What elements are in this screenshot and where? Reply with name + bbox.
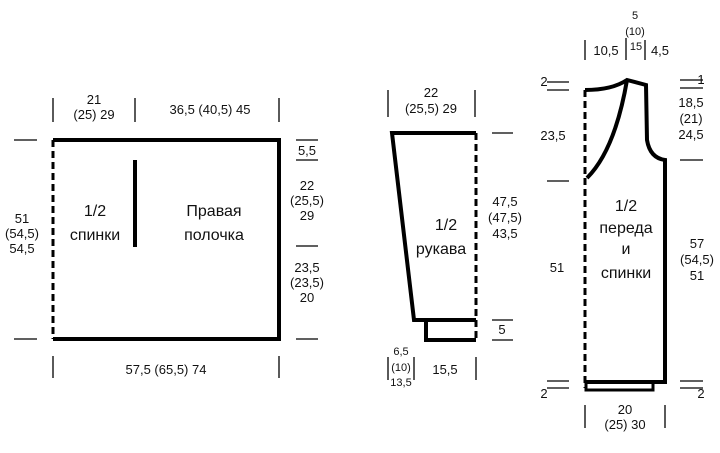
piece-label: Правая: [186, 203, 241, 220]
dim-left: 54,5: [9, 241, 34, 256]
sleeve-schematic: 22 (25,5) 29 47,5 (47,5) 43,5 5 6,5 (10)…: [387, 85, 522, 389]
dim-right: 47,5: [492, 194, 517, 209]
dim-right-arm: 18,5: [678, 95, 703, 110]
hem-band: [584, 380, 655, 392]
piece-label: спинки: [70, 227, 120, 244]
body-outline: [584, 77, 667, 384]
dim-right-main: (54,5): [680, 252, 714, 267]
dimension-lines: [547, 38, 703, 428]
dim-bottom: 57,5 (65,5) 74: [126, 362, 207, 377]
dim-right: 43,5: [492, 226, 517, 241]
piece-label: 1/2: [84, 203, 106, 220]
dim-right-top: 5,5: [298, 143, 316, 158]
dim-left-main: 51: [550, 260, 564, 275]
dim-right-arm: (21): [679, 111, 702, 126]
dim-top: 22: [424, 85, 438, 100]
piece-label: полочка: [184, 227, 244, 244]
dim-top-left: 21: [87, 92, 101, 107]
dim-left: (54,5): [5, 226, 39, 241]
dim-left-neck: 23,5: [540, 128, 565, 143]
neckline: [585, 79, 629, 180]
dim-top: (25,5) 29: [405, 101, 457, 116]
dim-bottom-left: 6,5: [393, 346, 408, 358]
dim-top-right: 36,5 (40,5) 45: [170, 102, 251, 117]
dim-right-main: 51: [690, 268, 704, 283]
piece-label: 1/2: [615, 198, 637, 215]
dim-right-low: (23,5): [290, 275, 324, 290]
dimension-lines: [387, 90, 513, 380]
dim-right-bottom: 2: [697, 386, 704, 401]
dim-right-mid: 22: [300, 178, 314, 193]
front-and-back-schematic: 5 (10) 10,5 15 4,5 2 23,5 51 2 1 18,5 (2…: [540, 10, 714, 432]
piece-label: рукава: [416, 241, 466, 258]
dim-right-arm: 24,5: [678, 127, 703, 142]
dim-top: 5: [632, 10, 638, 22]
dim-top-left: (25) 29: [73, 107, 114, 122]
piece-label: спинки: [601, 265, 651, 282]
dim-left-top: 2: [540, 74, 547, 89]
back-and-right-front-schematic: 21 (25) 29 36,5 (40,5) 45 51 (54,5) 54,5…: [5, 92, 324, 378]
dim-top-mid: 15: [630, 41, 642, 53]
dim-right-low: 20: [300, 290, 314, 305]
dim-right-mid: 29: [300, 208, 314, 223]
piece-label: и: [622, 241, 631, 258]
dim-left-bottom: 2: [540, 386, 547, 401]
dim-right-top: 1: [697, 72, 704, 87]
dim-cuff: 5: [498, 322, 505, 337]
sleeve-outline: [389, 131, 476, 342]
dimension-lines: [14, 98, 318, 378]
dim-bottom: 20: [618, 402, 632, 417]
piece-label: 1/2: [435, 217, 457, 234]
piece-label: переда: [599, 220, 652, 237]
dim-bottom-left: 13,5: [390, 377, 411, 389]
dim-bottom-left: (10): [391, 362, 411, 374]
dim-top: (10): [625, 26, 645, 38]
piece-outline: [53, 138, 281, 341]
dim-right-low: 23,5: [294, 260, 319, 275]
dim-bottom: (25) 30: [604, 417, 645, 432]
dim-right-mid: (25,5): [290, 193, 324, 208]
dim-top-left: 10,5: [593, 43, 618, 58]
dim-right: (47,5): [488, 210, 522, 225]
dim-left: 51: [15, 211, 29, 226]
dim-right-main: 57: [690, 236, 704, 251]
dim-bottom: 15,5: [432, 362, 457, 377]
dim-top-right: 4,5: [651, 43, 669, 58]
